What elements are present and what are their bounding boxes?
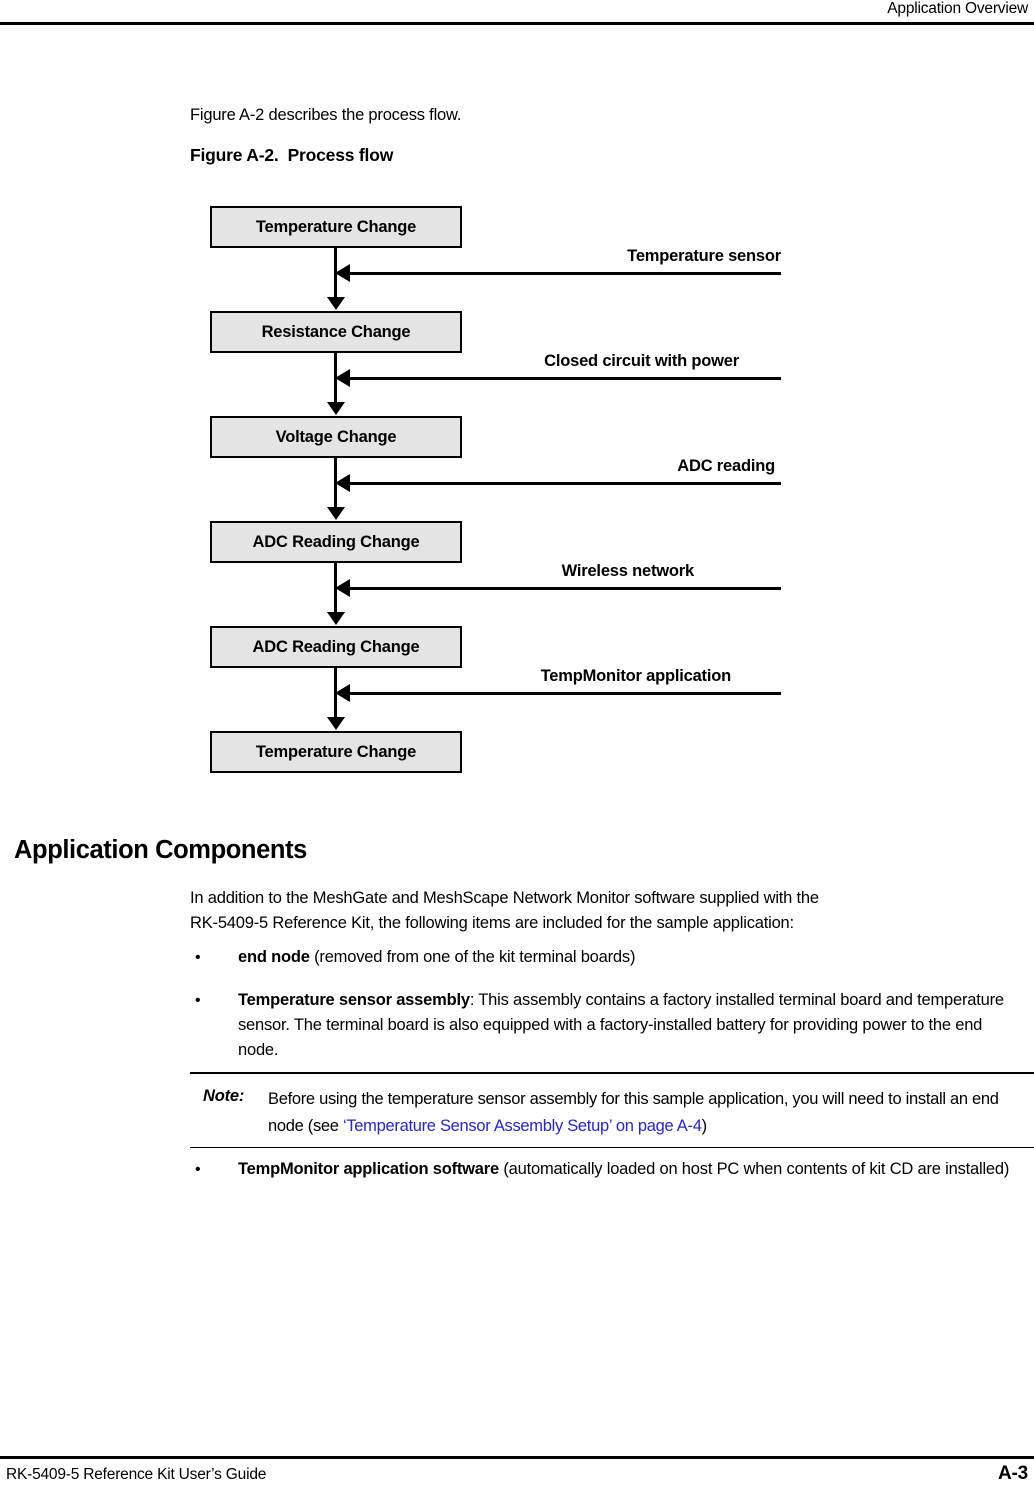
flow-box-adc-reading-change-2: ADC Reading Change <box>210 626 462 668</box>
list-item-description: (removed from one of the kit terminal bo… <box>309 948 636 966</box>
note-text-before: Before using the temperature sensor asse… <box>268 1090 999 1135</box>
list-item-term: end node <box>238 948 310 966</box>
list-item-text: end node (removed from one of the kit te… <box>238 945 1025 970</box>
process-flow-diagram: Temperature Change Resistance Change Vol… <box>210 206 781 773</box>
flow-box-temperature-change-1: Temperature Change <box>210 206 462 248</box>
list-item-text: TempMonitor application software (automa… <box>238 1157 1025 1182</box>
intro-paragraph: Figure A-2 describes the process flow. <box>190 106 462 124</box>
note-text-after: ) <box>701 1117 708 1135</box>
figure-caption-number: Figure A-2. <box>190 145 279 165</box>
list-item-description: : This assembly contains a factory insta… <box>238 991 1004 1059</box>
list-item-description: (automatically loaded on host PC when co… <box>498 1160 1010 1178</box>
flow-box-adc-reading-change-1: ADC Reading Change <box>210 521 462 563</box>
vertical-arrowhead-3 <box>327 507 345 520</box>
message-arrow-label-1: Temperature sensor <box>627 247 781 265</box>
header-divider-rule <box>0 22 1034 25</box>
figure-caption-title: Process flow <box>287 145 394 165</box>
message-arrowhead-4 <box>335 579 350 597</box>
vertical-arrowhead-5 <box>327 717 345 730</box>
message-arrowhead-1 <box>335 264 350 282</box>
flow-box-resistance-change: Resistance Change <box>210 311 462 353</box>
message-arrow-line-1 <box>349 272 781 275</box>
bullet-icon: • <box>195 992 201 1009</box>
message-arrow-line-3 <box>349 482 781 485</box>
note-text: Before using the temperature sensor asse… <box>268 1086 1034 1140</box>
note-label: Note: <box>203 1087 245 1105</box>
message-arrowhead-2 <box>335 369 350 387</box>
flow-box-temperature-change-2: Temperature Change <box>210 731 462 773</box>
list-item-term: TempMonitor application software <box>238 1160 499 1178</box>
list-item-term: Temperature sensor assembly <box>238 991 470 1009</box>
flow-box-label: Voltage Change <box>275 427 397 446</box>
footer-guide-title: RK-5409-5 Reference Kit User’s Guide <box>6 1466 267 1483</box>
message-arrow-label-2: Closed circuit with power <box>544 352 739 370</box>
message-arrowhead-3 <box>335 474 350 492</box>
flow-box-label: Resistance Change <box>261 322 411 341</box>
message-arrow-label-4: Wireless network <box>561 562 695 580</box>
page-header: Application Overview <box>0 0 1034 26</box>
intro-body-paragraph: In addition to the MeshGate and MeshScap… <box>190 886 1020 936</box>
note-bottom-rule <box>190 1147 1034 1149</box>
vertical-arrowhead-1 <box>327 297 345 310</box>
list-item: • end node (removed from one of the kit … <box>190 945 1025 970</box>
bullet-icon: • <box>195 1161 201 1178</box>
flow-box-label: ADC Reading Change <box>252 637 420 656</box>
note-top-rule <box>190 1072 1034 1075</box>
section-heading-application-components: Application Components <box>14 836 307 864</box>
header-chapter-title: Application Overview <box>887 0 1028 17</box>
list-item-text: Temperature sensor assembly: This assemb… <box>238 988 1025 1063</box>
message-arrow-label-5: TempMonitor application <box>540 667 732 685</box>
message-arrow-line-5 <box>349 692 781 695</box>
bullet-icon: • <box>195 949 201 966</box>
flow-box-voltage-change: Voltage Change <box>210 416 462 458</box>
cross-reference-link[interactable]: ‘Temperature Sensor Assembly Setup’ on p… <box>342 1117 702 1135</box>
footer-divider-rule <box>0 1456 1034 1459</box>
flow-box-label: ADC Reading Change <box>252 532 420 551</box>
paragraph-line-1: In addition to the MeshGate and MeshScap… <box>190 889 819 907</box>
message-arrow-line-2 <box>349 377 781 380</box>
message-arrowhead-5 <box>335 684 350 702</box>
vertical-arrowhead-4 <box>327 612 345 625</box>
message-arrow-label-3: ADC reading <box>677 457 775 475</box>
flow-box-label: Temperature Change <box>255 217 417 236</box>
figure-caption: Figure A-2. Process flow <box>190 145 393 166</box>
footer-page-number: A-3 <box>997 1463 1028 1484</box>
paragraph-line-2: RK-5409-5 Reference Kit, the following i… <box>190 914 794 932</box>
vertical-arrowhead-2 <box>327 402 345 415</box>
flow-box-label: Temperature Change <box>255 742 417 761</box>
message-arrow-line-4 <box>349 587 781 590</box>
list-item: • Temperature sensor assembly: This asse… <box>190 988 1025 1063</box>
list-item: • TempMonitor application software (auto… <box>190 1157 1025 1182</box>
